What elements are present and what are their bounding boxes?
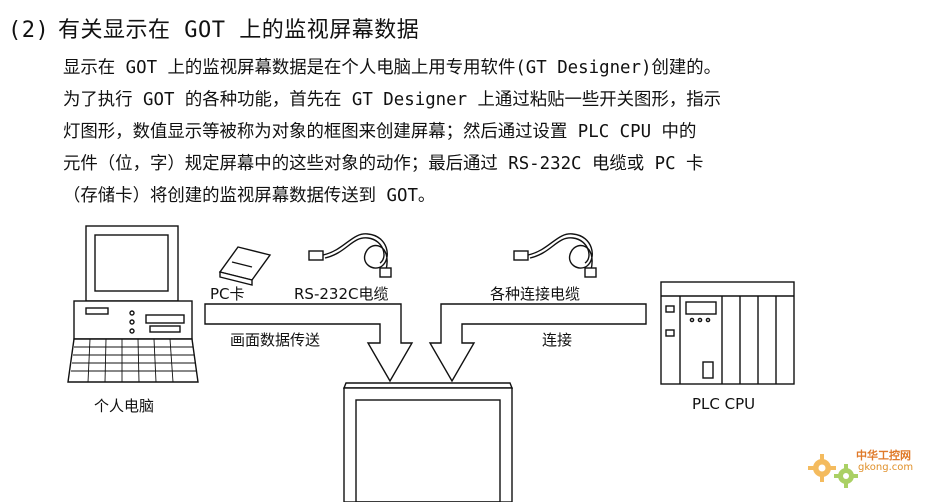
gear-logo-icon <box>808 454 858 488</box>
plc-cpu-label: PLC CPU <box>692 395 756 413</box>
rs232c-cable-icon <box>308 233 392 278</box>
pc-card-icon <box>218 246 272 286</box>
connect-label: 连接 <box>542 331 573 349</box>
description-paragraph: 显示在 GOT 上的监视屏幕数据是在个人电脑上用专用软件(GT Designer… <box>63 52 883 212</box>
paragraph-line: 显示在 GOT 上的监视屏幕数据是在个人电脑上用专用软件(GT Designer… <box>63 58 722 78</box>
paragraph-line: 为了执行 GOT 的各种功能，首先在 GT Designer 上通过粘贴一些开关… <box>63 90 722 110</box>
paragraph-line: （存储卡）将创建的监视屏幕数据传送到 GOT。 <box>63 186 436 206</box>
got-display-icon <box>342 382 514 502</box>
computer-label: 个人电脑 <box>94 397 155 415</box>
connection-cable-icon <box>513 233 597 278</box>
section-title: 有关显示在 GOT 上的监视屏幕数据 <box>58 18 420 43</box>
section-number: (2) <box>8 18 50 43</box>
pc-card-label: PC卡 <box>210 285 245 303</box>
paragraph-line: 元件（位，字）规定屏幕中的这些对象的动作；最后通过 RS-232C 电缆或 PC… <box>63 154 704 174</box>
connect-arrow <box>428 303 647 383</box>
transfer-arrow <box>204 303 414 383</box>
personal-computer-icon <box>67 225 199 383</box>
connection-cable-label: 各种连接电缆 <box>490 285 581 303</box>
rs232c-cable-label: RS-232C电缆 <box>294 285 389 303</box>
section-heading: (2) 有关显示在 GOT 上的监视屏幕数据 <box>8 12 419 44</box>
transfer-label: 画面数据传送 <box>230 331 321 349</box>
watermark-title: 中华工控网 <box>856 449 911 462</box>
plc-cpu-icon <box>660 281 795 385</box>
paragraph-line: 灯图形，数值显示等被称为对象的框图来创建屏幕；然后通过设置 PLC CPU 中的 <box>63 122 697 142</box>
watermark-url: gkong.com <box>858 462 914 473</box>
